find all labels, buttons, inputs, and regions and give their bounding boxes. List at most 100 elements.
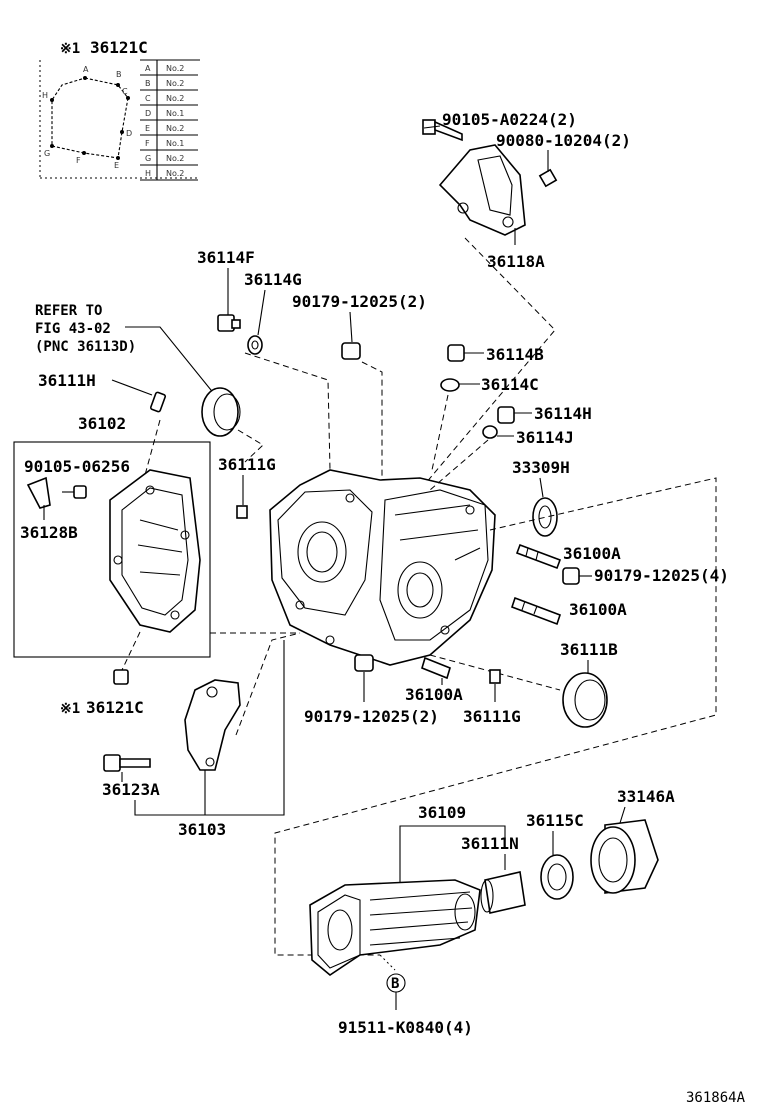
inset-bolt-point	[50, 144, 54, 148]
label-36118a: 36118A	[487, 252, 545, 271]
bolt-36121c-bottom	[113, 669, 129, 685]
nut	[538, 168, 558, 188]
refer-line-3: (PNC 36113D)	[35, 339, 136, 355]
label-36114c: 36114C	[481, 375, 539, 394]
plug-36114f	[217, 268, 241, 332]
dowel-pin-36111g	[236, 505, 248, 519]
dashed-guide	[419, 237, 556, 491]
label-36114j: 36114J	[516, 428, 574, 447]
leader	[423, 125, 441, 129]
label-36100a-2: 36100A	[569, 600, 627, 619]
inset-table-value: No.2	[166, 169, 184, 178]
inset-point-label: H	[42, 91, 48, 100]
bracket-36123a	[184, 679, 241, 771]
inset-outline	[51, 77, 129, 159]
dowel-36111g-bottom	[489, 669, 501, 702]
inset-point-label: D	[126, 129, 132, 138]
dashed-guide	[121, 631, 141, 671]
dashed-guide	[361, 361, 383, 520]
inset-table-key: B	[145, 79, 151, 88]
label-33309h: 33309H	[512, 458, 570, 477]
dashed-guide	[431, 394, 449, 471]
clamp-36128b	[26, 476, 51, 520]
inset-point-label: B	[116, 70, 122, 79]
bottom-note-mark: ※1	[60, 701, 80, 717]
stud-36100a-1	[515, 543, 562, 570]
assembly-box	[13, 441, 211, 658]
refer-line-1: REFER TO	[35, 303, 102, 319]
shim-33309h	[532, 497, 558, 537]
leader-36109	[399, 825, 506, 893]
inset-table-value: No.2	[166, 64, 184, 73]
bolt-90105-06256	[62, 485, 87, 499]
inset-table-value: No.1	[166, 109, 184, 118]
bolt-90179-top	[341, 311, 361, 360]
label-90080-10204: 90080-10204(2)	[496, 131, 631, 150]
label-90105-06256: 90105-06256	[24, 457, 130, 476]
inset-table-key: D	[145, 109, 151, 118]
inset-point-label: A	[83, 65, 89, 74]
inset-point-label: F	[76, 156, 81, 165]
bushing-36111n	[480, 871, 526, 914]
plug-36114b	[447, 344, 484, 362]
label-36111n: 36111N	[461, 834, 519, 853]
gasket-36114j	[482, 425, 514, 439]
stud-36100a-3	[421, 656, 451, 685]
inset-point-label: G	[44, 149, 50, 158]
extension-housing-36102	[109, 469, 201, 633]
label-36111b: 36111B	[560, 640, 618, 659]
oil-seal-36115c	[540, 854, 574, 900]
label-36114h: 36114H	[534, 404, 592, 423]
bracket-lead-36103	[134, 640, 285, 816]
leader	[125, 326, 216, 396]
inset-table-key: C	[145, 94, 151, 103]
label-36114b: 36114B	[486, 345, 544, 364]
leader	[111, 379, 153, 396]
dashed-envelope	[274, 477, 717, 956]
breather-36111h	[149, 391, 167, 413]
leader	[539, 477, 544, 498]
inset-table-key: A	[145, 64, 151, 73]
inset-table-key: F	[145, 139, 150, 148]
label-36114f: 36114F	[197, 248, 255, 267]
bolt-90179-bottom	[354, 654, 374, 702]
label-36102: 36102	[78, 414, 126, 433]
gasket-36114g	[247, 289, 266, 355]
label-36128b: 36128B	[20, 523, 78, 542]
inset-table-key: H	[145, 169, 151, 178]
inset-title: 36121C	[90, 38, 148, 57]
bracket-rib	[477, 155, 513, 216]
stud-36100a-2	[510, 596, 562, 626]
bolt-36123a	[103, 754, 151, 772]
inset-bolt-point	[50, 98, 54, 102]
label-36115c: 36115C	[526, 811, 584, 830]
refer-line-2: FIG 43-02	[35, 321, 111, 337]
inset-table-key: G	[145, 154, 151, 163]
label-36121c-bottom: 36121C	[86, 698, 144, 717]
label-90105-a0224: 90105-A0224(2)	[442, 110, 577, 129]
label-36100a-1: 36100A	[563, 544, 621, 563]
label-36103: 36103	[178, 820, 226, 839]
extension-housing-36109	[309, 879, 481, 976]
diagram-id: 361864A	[686, 1090, 746, 1106]
bolt-shank	[434, 120, 463, 142]
bracket-36118a	[422, 119, 558, 245]
label-90179-top: 90179-12025(2)	[292, 292, 427, 311]
label-91511-k0840: 91511-K0840(4)	[338, 1018, 473, 1037]
label-90179-bottom: 90179-12025(2)	[304, 707, 439, 726]
dashed-guide	[235, 632, 301, 736]
inset-bolt-point	[83, 76, 87, 80]
dust-deflector-33146a	[590, 819, 659, 894]
inset-bolt-point	[116, 156, 120, 160]
inset-table-value: No.2	[166, 94, 184, 103]
nut-90179-right	[562, 567, 580, 585]
dashed-guide	[144, 419, 161, 476]
label-33146a: 33146A	[617, 787, 675, 806]
dashed-guide	[237, 429, 264, 463]
label-36109: 36109	[418, 803, 466, 822]
